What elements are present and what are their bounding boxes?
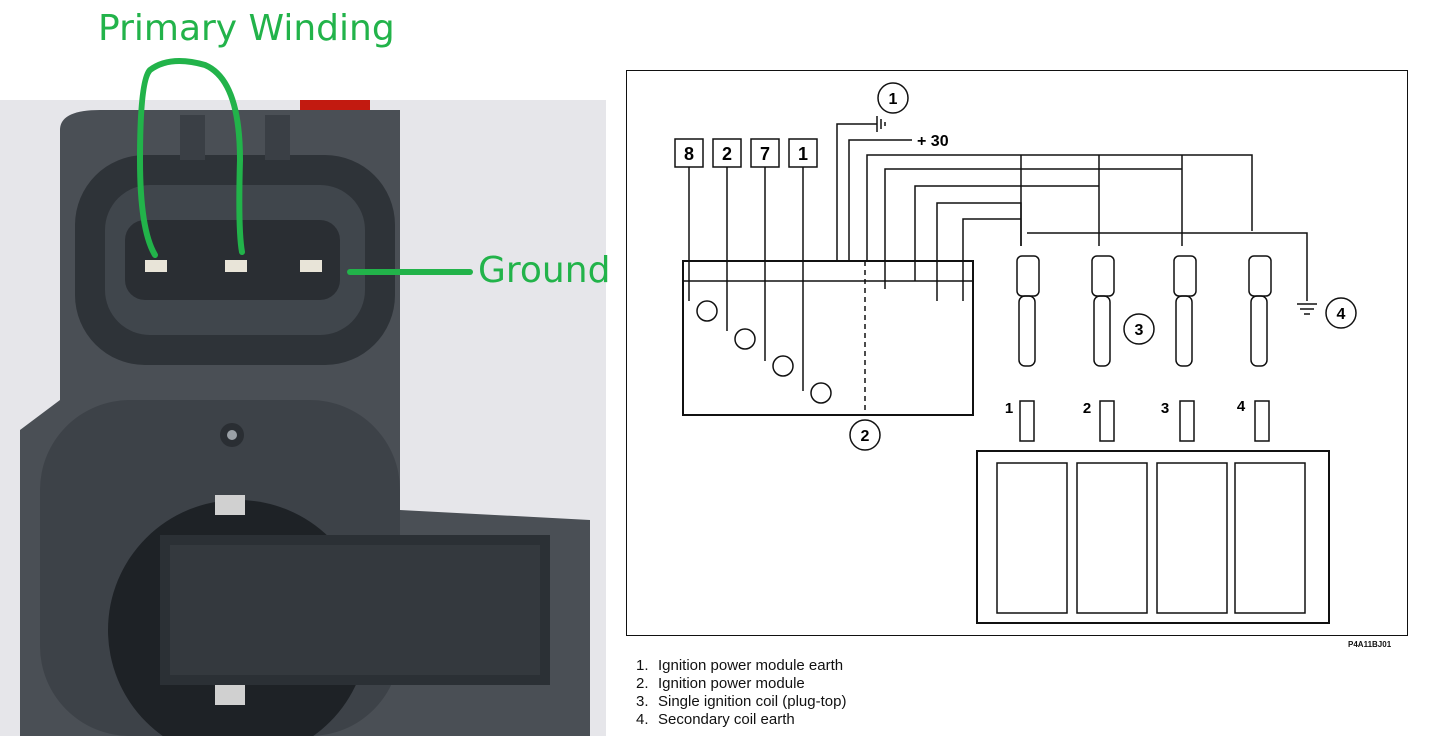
callout-3: 3 xyxy=(1135,322,1144,339)
pin-label-2: 2 xyxy=(722,144,732,164)
callout-1: 1 xyxy=(889,91,898,108)
diagram-code: P4A11BJ01 xyxy=(1348,640,1392,649)
pin-label-7: 7 xyxy=(760,144,770,164)
cylinder-number-1: 1 xyxy=(1005,400,1013,417)
legend-list: 1.Ignition power module earth 2.Ignition… xyxy=(636,657,846,729)
coil-connector-photo xyxy=(0,100,606,736)
primary-winding-marker xyxy=(136,58,473,275)
coil-3 xyxy=(1173,255,1197,367)
coil-2 xyxy=(1091,255,1115,367)
primary-winding-label: Primary Winding xyxy=(98,8,395,49)
legend-item: 2.Ignition power module xyxy=(636,675,805,692)
legend-item: 3.Single ignition coil (plug-top) xyxy=(636,693,847,710)
coil-4 xyxy=(1248,255,1272,367)
callout-2: 2 xyxy=(861,428,870,445)
cylinder-number-2: 2 xyxy=(1083,400,1091,417)
cylinder-number-3: 3 xyxy=(1161,400,1169,417)
legend-item: 1.Ignition power module earth xyxy=(636,657,844,674)
legend-item: 4.Secondary coil earth xyxy=(636,711,795,728)
pin-label-1: 1 xyxy=(798,144,808,164)
pin-label-8: 8 xyxy=(684,144,694,164)
ignition-wiring-diagram: 8 2 7 1 + 30 1 2 3 4 1 2 3 4 xyxy=(626,70,1408,636)
power-module-box xyxy=(682,260,974,416)
ground-label: Ground xyxy=(478,250,611,291)
coil-1 xyxy=(1016,255,1040,367)
engine-block xyxy=(976,450,1330,624)
supply-label: + 30 xyxy=(917,133,949,150)
cylinder-number-4: 4 xyxy=(1237,398,1246,415)
callout-4: 4 xyxy=(1337,306,1346,323)
